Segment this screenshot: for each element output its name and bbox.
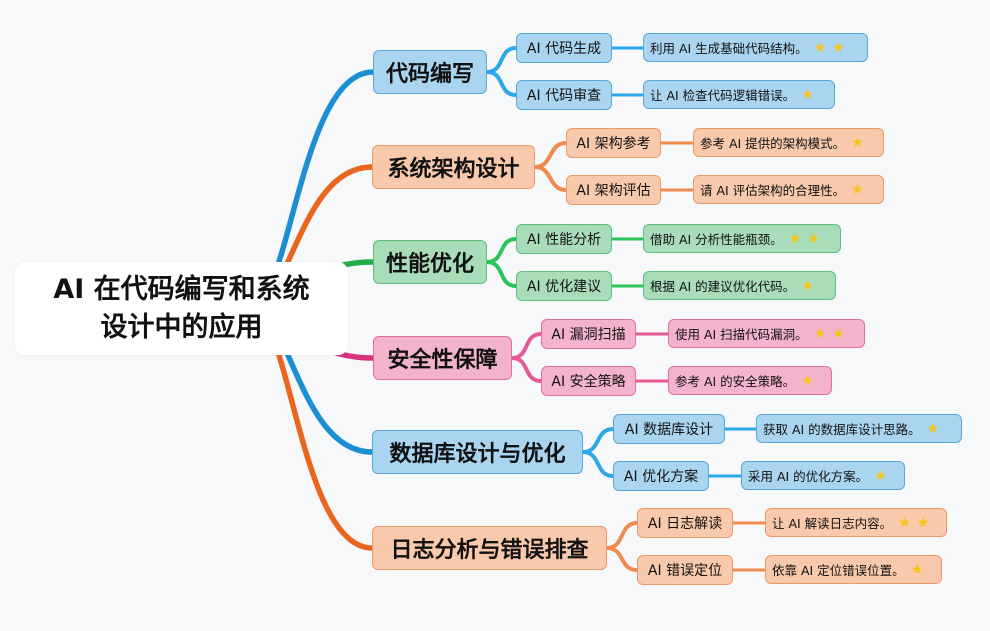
subtopic-connector [510,356,543,383]
subtopic[interactable]: AI 日志解读 [637,508,733,538]
detail-note-label: 采用 AI 的优化方案。 [748,469,869,484]
star-icon: ★ [926,420,940,437]
subtopic-connector [533,165,568,192]
subtopic-label: AI 架构评估 [576,183,651,199]
subtopic-label: AI 优化方案 [623,469,699,485]
star-icon: ★ [916,514,930,531]
subtopic-label: AI 性能分析 [526,232,602,248]
subtopic[interactable]: AI 代码生成 [516,33,612,63]
star-icon: ★ [788,230,802,247]
subtopic[interactable]: AI 架构参考 [566,128,661,158]
subtopic-connector [605,521,639,550]
subtopic-connector [533,141,568,169]
subtopic-connector [581,427,615,454]
star-icon: ★ [807,230,820,247]
star-icon: ★ [813,325,827,342]
branch-topic-label: 代码编写 [385,62,474,87]
subtopic-connector [605,546,639,572]
detail-note-label: 参考 AI 的安全策略。 [675,374,796,389]
detail-note[interactable]: 获取 AI 的数据库设计思路。 ★ [756,414,962,443]
branch-topic[interactable]: 数据库设计与优化 [372,430,583,474]
branch-topic[interactable]: 系统架构设计 [372,145,535,189]
detail-note[interactable]: 让 AI 解读日志内容。 ★ ★ [765,508,947,537]
star-icon: ★ [813,39,827,56]
subtopic-connector [485,70,518,97]
root-topic[interactable]: AI 在代码编写和系统 设计中的应用 [15,262,348,355]
branch-topic-label: 日志分析与错误排查 [390,538,589,563]
star-icon: ★ [801,277,814,294]
branch-topic[interactable]: 性能优化 [373,240,487,284]
subtopic[interactable]: AI 错误定位 [637,555,733,585]
subtopic-label: AI 安全策略 [551,374,626,390]
branch-topic-label: 系统架构设计 [387,157,520,182]
branch-topic[interactable]: 代码编写 [373,50,487,94]
subtopic[interactable]: AI 漏洞扫描 [541,319,636,349]
subtopic[interactable]: AI 性能分析 [516,224,612,254]
branch-topic-label: 数据库设计与优化 [389,442,566,467]
branch-topic[interactable]: 安全性保障 [373,336,512,380]
subtopic[interactable]: AI 优化方案 [613,461,709,491]
star-icon: ★ [898,514,911,531]
subtopic-connector [510,332,543,360]
star-icon: ★ [910,561,924,578]
subtopic-connector [581,450,615,478]
subtopic-connector [485,260,518,288]
subtopic[interactable]: AI 架构评估 [566,175,661,205]
star-icon: ★ [832,325,845,342]
detail-note-label: 根据 AI 的建议优化代码。 [650,279,796,294]
detail-note[interactable]: 让 AI 检查代码逻辑错误。 ★ [643,80,835,109]
subtopic-label: AI 代码审查 [526,88,602,104]
star-icon: ★ [851,134,864,151]
subtopic-label: AI 漏洞扫描 [551,327,626,343]
subtopic-label: AI 代码生成 [526,41,602,57]
star-icon: ★ [874,467,887,484]
star-icon: ★ [832,39,845,56]
subtopic-connector [485,237,518,264]
star-icon: ★ [851,181,864,198]
detail-note-label: 依靠 AI 定位错误位置。 [772,563,905,578]
detail-note-label: 获取 AI 的数据库设计思路。 [763,422,921,437]
detail-note[interactable]: 采用 AI 的优化方案。 ★ [741,461,905,490]
root-title-line1: AI 在代码编写和系统 [53,273,310,305]
root-title-line2: 设计中的应用 [100,311,263,343]
detail-note[interactable]: 使用 AI 扫描代码漏洞。 ★ ★ [668,319,865,348]
detail-note[interactable]: 利用 AI 生成基础代码结构。 ★ ★ [643,33,868,62]
detail-note[interactable]: 根据 AI 的建议优化代码。 ★ [643,271,836,300]
branch-topic[interactable]: 日志分析与错误排查 [372,526,607,570]
branch-topic-label: 安全性保障 [387,348,498,373]
subtopic-label: AI 架构参考 [576,136,651,152]
subtopic-label: AI 优化建议 [526,279,602,295]
detail-note-label: 让 AI 解读日志内容。 [772,516,893,531]
detail-note-label: 请 AI 评估架构的合理性。 [700,183,846,198]
detail-note-label: 利用 AI 生成基础代码结构。 [650,41,808,56]
star-icon: ★ [801,86,814,103]
subtopic-label: AI 数据库设计 [624,422,714,438]
subtopic[interactable]: AI 优化建议 [516,271,612,301]
detail-note[interactable]: 参考 AI 的安全策略。 ★ [668,366,832,395]
subtopic[interactable]: AI 安全策略 [541,366,636,396]
subtopic-label: AI 错误定位 [647,563,723,579]
subtopic-connector [485,46,518,74]
detail-note[interactable]: 依靠 AI 定位错误位置。 ★ [765,555,942,584]
detail-note-label: 让 AI 检查代码逻辑错误。 [650,88,796,103]
subtopic[interactable]: AI 数据库设计 [613,414,725,444]
subtopic-label: AI 日志解读 [647,516,723,532]
star-icon: ★ [801,372,814,389]
detail-note-label: 借助 AI 分析性能瓶颈。 [650,232,783,247]
subtopic[interactable]: AI 代码审查 [516,80,612,110]
detail-note[interactable]: 参考 AI 提供的架构模式。 ★ [693,128,884,157]
detail-note-label: 使用 AI 扫描代码漏洞。 [675,327,808,342]
detail-note[interactable]: 借助 AI 分析性能瓶颈。 ★ ★ [643,224,841,253]
branch-topic-label: 性能优化 [385,252,474,277]
detail-note[interactable]: 请 AI 评估架构的合理性。 ★ [693,175,884,204]
detail-note-label: 参考 AI 提供的架构模式。 [700,136,846,151]
